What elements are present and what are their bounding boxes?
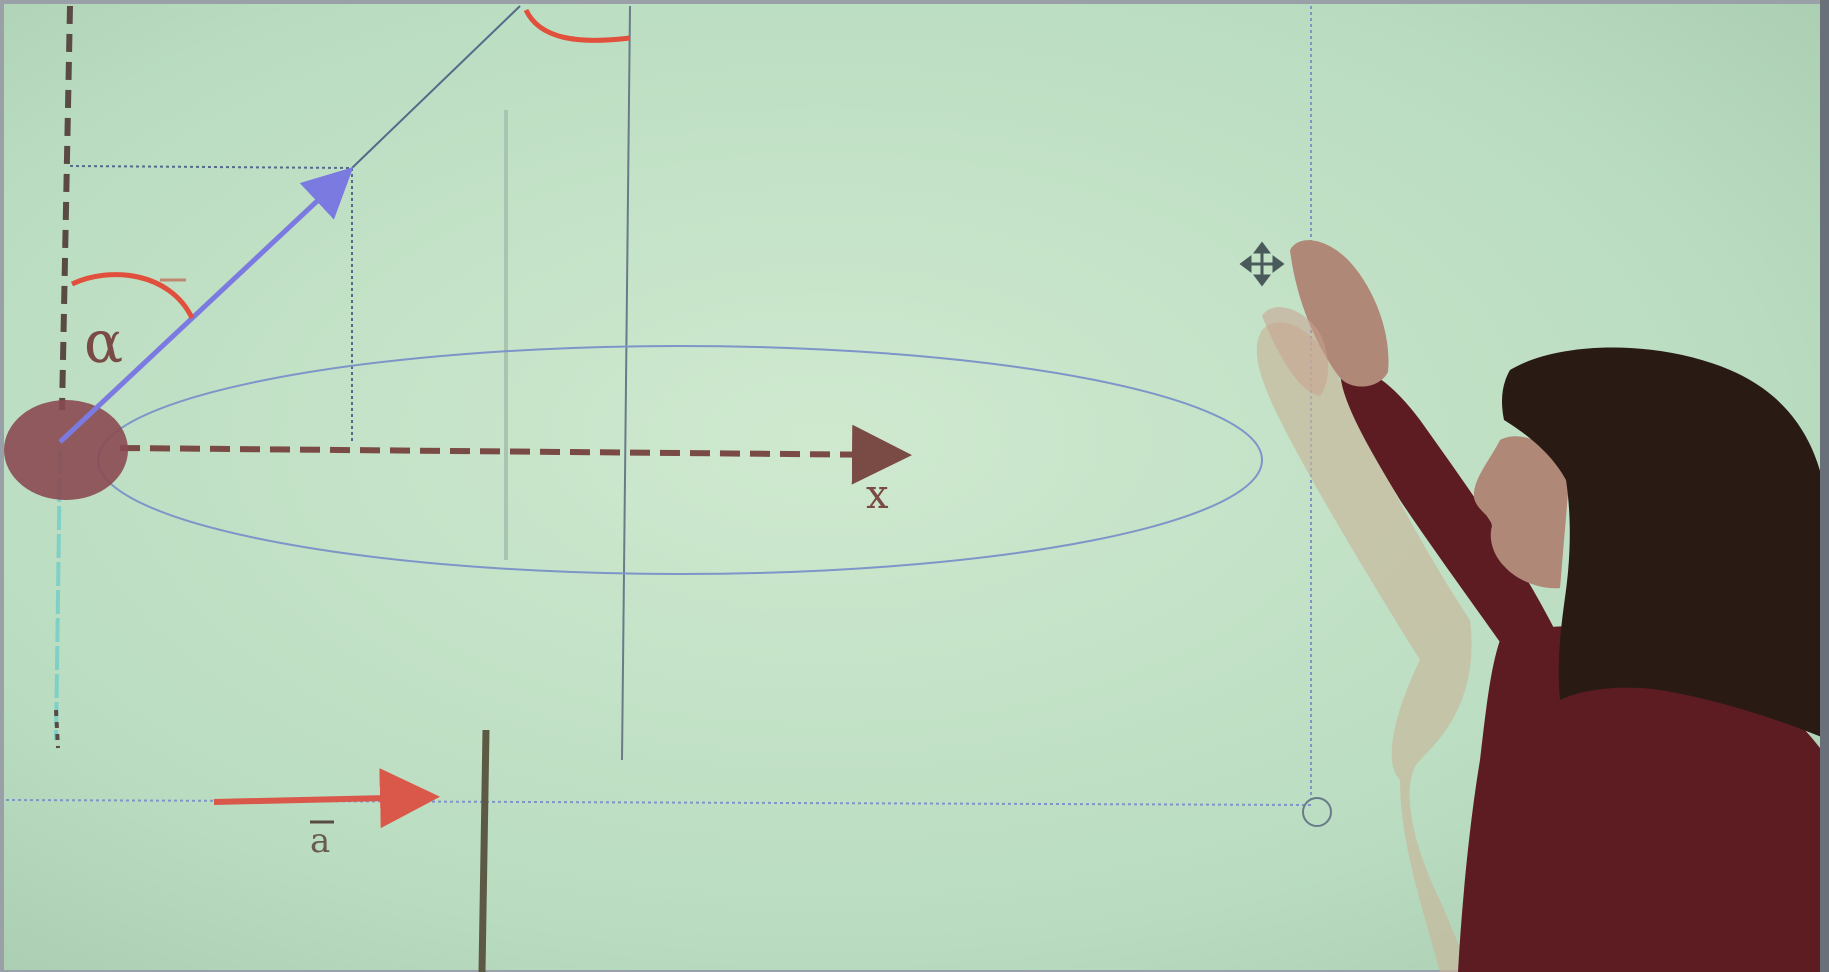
presenter-shadow (1256, 322, 1472, 972)
a-vector-label: a (310, 821, 330, 861)
guide-extension (351, 5, 521, 169)
vector-a (213, 768, 440, 829)
presenter-hand-blur (1262, 307, 1329, 396)
alpha-label: α (84, 308, 123, 376)
presenter-face (1473, 436, 1570, 589)
guide-vertical-center (621, 5, 631, 761)
x-axis-label: x (866, 472, 889, 518)
presenter-arm (1340, 367, 1560, 700)
angle-arc-alpha (70, 272, 195, 320)
screen-edge-right (1820, 0, 1829, 972)
presenter-hair (1502, 347, 1829, 740)
resize-handle[interactable] (1302, 797, 1332, 827)
vertical-dashed-axis (59, 5, 73, 411)
angle-arc-top (523, 8, 631, 43)
vector-r (58, 167, 354, 444)
pointer-stand (478, 729, 490, 972)
x-axis-dashed (119, 424, 912, 485)
presenter-body (1458, 626, 1829, 972)
presenter-hand (1290, 240, 1389, 387)
move-cursor-icon (1239, 241, 1285, 287)
mass-circle (4, 400, 128, 500)
